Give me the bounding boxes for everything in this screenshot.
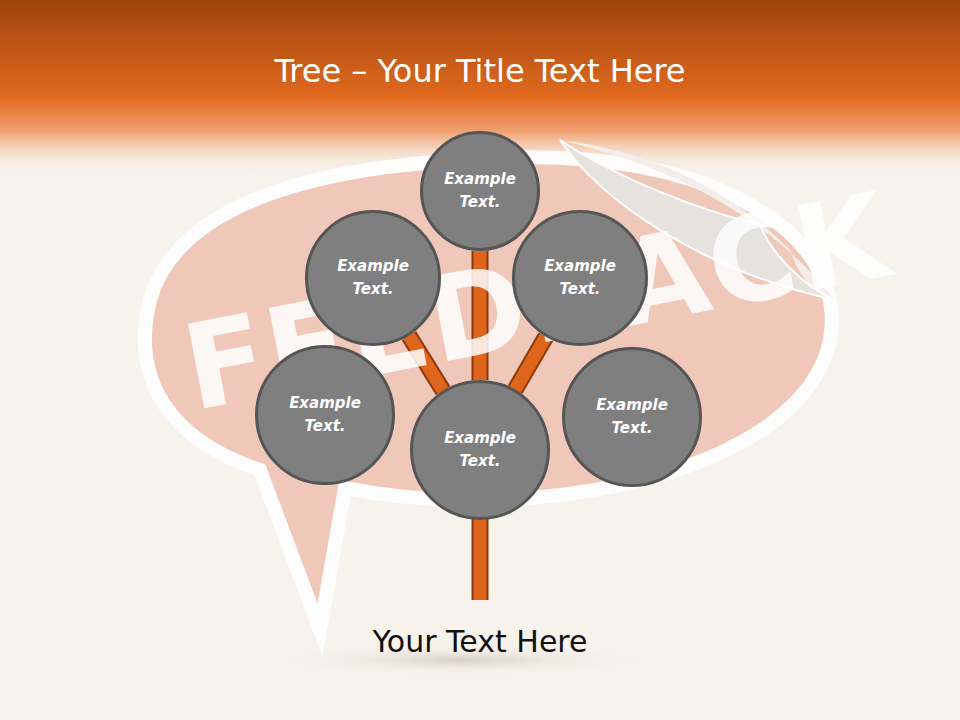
circle-label: Example Text.: [540, 255, 620, 301]
circle-outline: [410, 380, 550, 520]
circle-label: Example Text.: [440, 427, 520, 473]
circle-outline: [420, 131, 540, 251]
circle-text-group: Example Text.: [285, 392, 365, 438]
circle-outline: [255, 345, 395, 485]
circle-outline: [562, 347, 702, 487]
slide-title: Tree – Your Title Text Here: [0, 52, 960, 90]
tree-circle: Example Text.: [562, 347, 702, 487]
circle-text-group: Example Text.: [333, 255, 413, 301]
circle-label: Example Text.: [285, 392, 365, 438]
slide-caption: Your Text Here: [0, 624, 960, 659]
tree-circle: Example Text.: [512, 210, 648, 346]
tree-circle: Example Text.: [255, 345, 395, 485]
circle-label: Example Text.: [592, 394, 672, 440]
circle-outline: [305, 210, 441, 346]
circle-text-group: Example Text.: [440, 168, 520, 214]
circle-text-group: Example Text.: [440, 427, 520, 473]
circle-label: Example Text.: [440, 168, 520, 214]
circle-label: Example Text.: [333, 255, 413, 301]
tree-circle: Example Text.: [410, 380, 550, 520]
circle-text-group: Example Text.: [592, 394, 672, 440]
tree-circle: Example Text.: [305, 210, 441, 346]
circle-outline: [512, 210, 648, 346]
tree-circle: Example Text.: [420, 131, 540, 251]
circle-text-group: Example Text.: [540, 255, 620, 301]
